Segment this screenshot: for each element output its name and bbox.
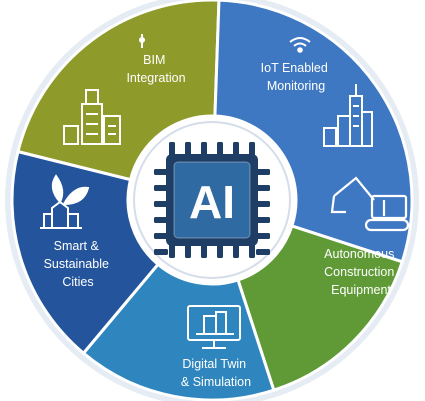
chip-pin (185, 244, 191, 258)
center-label: AI (189, 176, 235, 228)
chip-pin (256, 249, 270, 255)
chip-pin (154, 169, 168, 175)
chip-pin (249, 244, 255, 258)
chip-pin (249, 142, 255, 156)
chip-pin (217, 244, 223, 258)
chip-pin (154, 233, 168, 239)
chip-pin (185, 142, 191, 156)
ai-chip-icon: AI (154, 142, 270, 258)
chip-pin (256, 201, 270, 207)
wifi-tower-icon (289, 37, 373, 147)
chip-pin (154, 185, 168, 191)
chip-pin (154, 201, 168, 207)
chip-pin (233, 142, 239, 156)
chip-pin (256, 185, 270, 191)
chip-pin (154, 217, 168, 223)
chip-pin (201, 244, 207, 258)
chip-pin (154, 249, 168, 255)
segment-label-bim: BIM Integration (126, 53, 185, 85)
chip-pin (233, 244, 239, 258)
chip-pin (256, 217, 270, 223)
chip-pin (217, 142, 223, 156)
segment-label-digital-twin: Digital Twin & Simulation (181, 357, 251, 389)
chip-pin (169, 244, 175, 258)
excavator-icon (330, 176, 410, 232)
monitor-building-icon (187, 305, 241, 349)
segment-label-smart-cities: Smart & Sustainable Cities (44, 239, 113, 289)
chip-pin (201, 142, 207, 156)
city-buildings-icon (63, 34, 145, 145)
chip-pin (169, 142, 175, 156)
segment-label-iot: IoT Enabled Monitoring (261, 61, 332, 93)
chip-pin (256, 233, 270, 239)
leaf-buildings-icon (40, 174, 90, 229)
segment-label-autonomous: Autonomous Construction Equipment (324, 247, 398, 297)
chip-pin (256, 169, 270, 175)
